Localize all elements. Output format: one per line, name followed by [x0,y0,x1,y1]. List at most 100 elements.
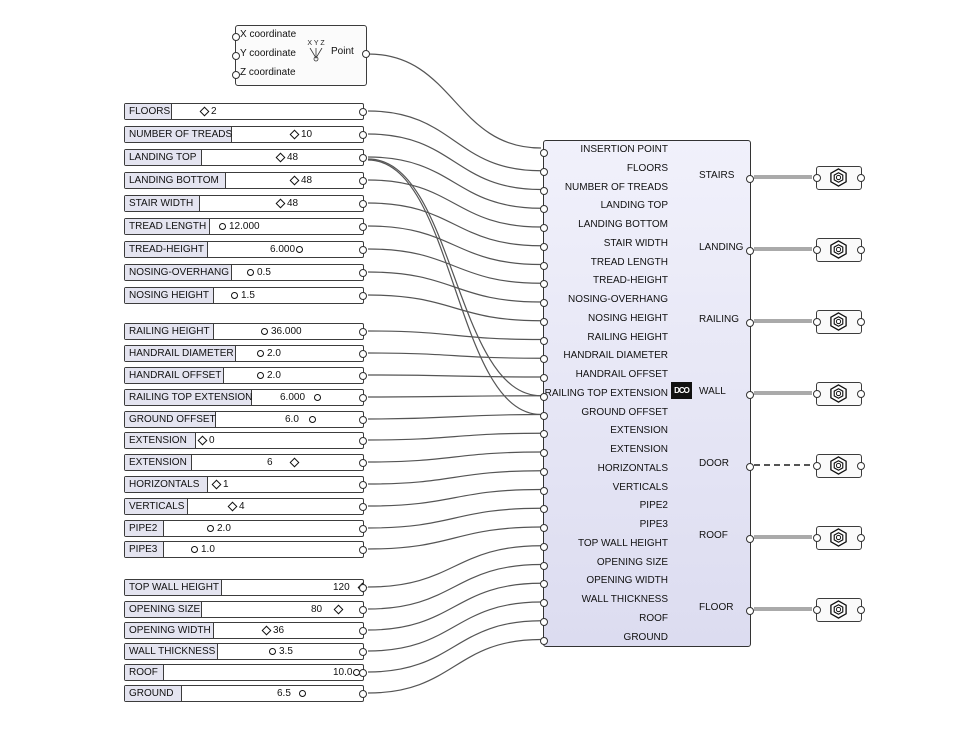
main-input-port[interactable] [540,205,548,214]
slider-grip-circle-icon[interactable] [247,269,254,276]
slider-grip-circle-icon[interactable] [299,690,306,697]
slider-output-port[interactable] [359,525,367,533]
slider-output-port[interactable] [359,394,367,402]
bake-input-port[interactable] [813,318,821,326]
main-input-port[interactable] [540,430,548,439]
slider-output-port[interactable] [359,223,367,231]
main-input-port[interactable] [540,299,548,307]
main-input-port[interactable] [540,280,548,289]
slider-output-port[interactable] [359,690,367,698]
slider-grip-diamond-icon[interactable] [289,457,300,468]
slider-grip-circle-icon[interactable] [261,328,268,335]
slider-output-port[interactable] [359,372,367,380]
slider-grip-circle-icon[interactable] [257,350,264,357]
main-output-port[interactable] [746,535,754,543]
slider-output-port[interactable] [359,584,367,592]
main-input-port[interactable] [540,242,548,251]
slider-output-port[interactable] [359,459,367,467]
main-input-port[interactable] [540,392,548,401]
main-input-port[interactable] [540,224,548,232]
slider-output-port[interactable] [359,546,367,554]
slider-output-port[interactable] [359,350,367,358]
bake-node[interactable] [813,310,865,334]
main-output-port[interactable] [746,391,754,399]
construct-point-node[interactable]: X coordinate Y coordinate Z coordinate X… [232,25,370,86]
main-input-port[interactable] [540,186,548,195]
main-input-port[interactable] [540,505,548,514]
bake-input-port[interactable] [813,534,821,542]
slider-output-port[interactable] [359,481,367,489]
main-output-port[interactable] [746,607,754,615]
slider-output-port[interactable] [359,416,367,424]
bake-node[interactable] [813,166,865,190]
slider-grip-diamond-icon[interactable] [275,152,286,163]
bake-node[interactable] [813,598,865,622]
main-input-port[interactable] [540,617,548,626]
slider-output-port[interactable] [359,437,367,445]
bake-input-port[interactable] [813,462,821,470]
slider-output-port[interactable] [359,154,367,162]
main-input-port[interactable] [540,261,548,270]
z-coordinate-port[interactable] [232,71,240,79]
slider-grip-circle-icon[interactable] [257,372,264,379]
slider-output-port[interactable] [359,606,367,614]
bake-output-port[interactable] [857,462,865,470]
main-input-port[interactable] [540,317,548,326]
y-coordinate-port[interactable] [232,52,240,60]
main-input-port[interactable] [540,580,548,589]
main-input-port[interactable] [540,561,548,570]
main-input-port[interactable] [540,524,548,532]
main-input-port[interactable] [540,167,548,176]
bake-node[interactable] [813,526,865,550]
main-output-port[interactable] [746,463,754,471]
slider-output-port[interactable] [359,269,367,277]
slider-output-port[interactable] [359,246,367,254]
slider-output-port[interactable] [359,108,367,116]
slider-grip-diamond-icon[interactable] [289,129,300,140]
main-output-port[interactable] [746,247,754,255]
main-input-port[interactable] [540,599,548,607]
bake-node[interactable] [813,382,865,406]
bake-output-port[interactable] [857,390,865,398]
slider-grip-diamond-icon[interactable] [197,435,208,446]
slider-grip-diamond-icon[interactable] [333,604,344,615]
slider-grip-circle-icon[interactable] [191,546,198,553]
bake-node[interactable] [813,454,865,478]
main-output-port[interactable] [746,319,754,327]
main-input-port[interactable] [540,374,548,382]
main-input-port[interactable] [540,149,548,157]
bake-output-port[interactable] [857,246,865,254]
slider-output-port[interactable] [359,292,367,300]
slider-grip-circle-icon[interactable] [309,416,316,423]
slider-grip-circle-icon[interactable] [296,246,303,253]
main-input-port[interactable] [540,467,548,476]
bake-output-port[interactable] [857,534,865,542]
slider-output-port[interactable] [359,200,367,208]
x-coordinate-port[interactable] [232,33,240,41]
bake-output-port[interactable] [857,606,865,614]
slider-output-port[interactable] [359,669,367,677]
slider-output-port[interactable] [359,328,367,336]
slider-grip-circle-icon[interactable] [207,525,214,532]
slider-grip-diamond-icon[interactable] [227,501,238,512]
slider-grip-diamond-icon[interactable] [211,479,222,490]
